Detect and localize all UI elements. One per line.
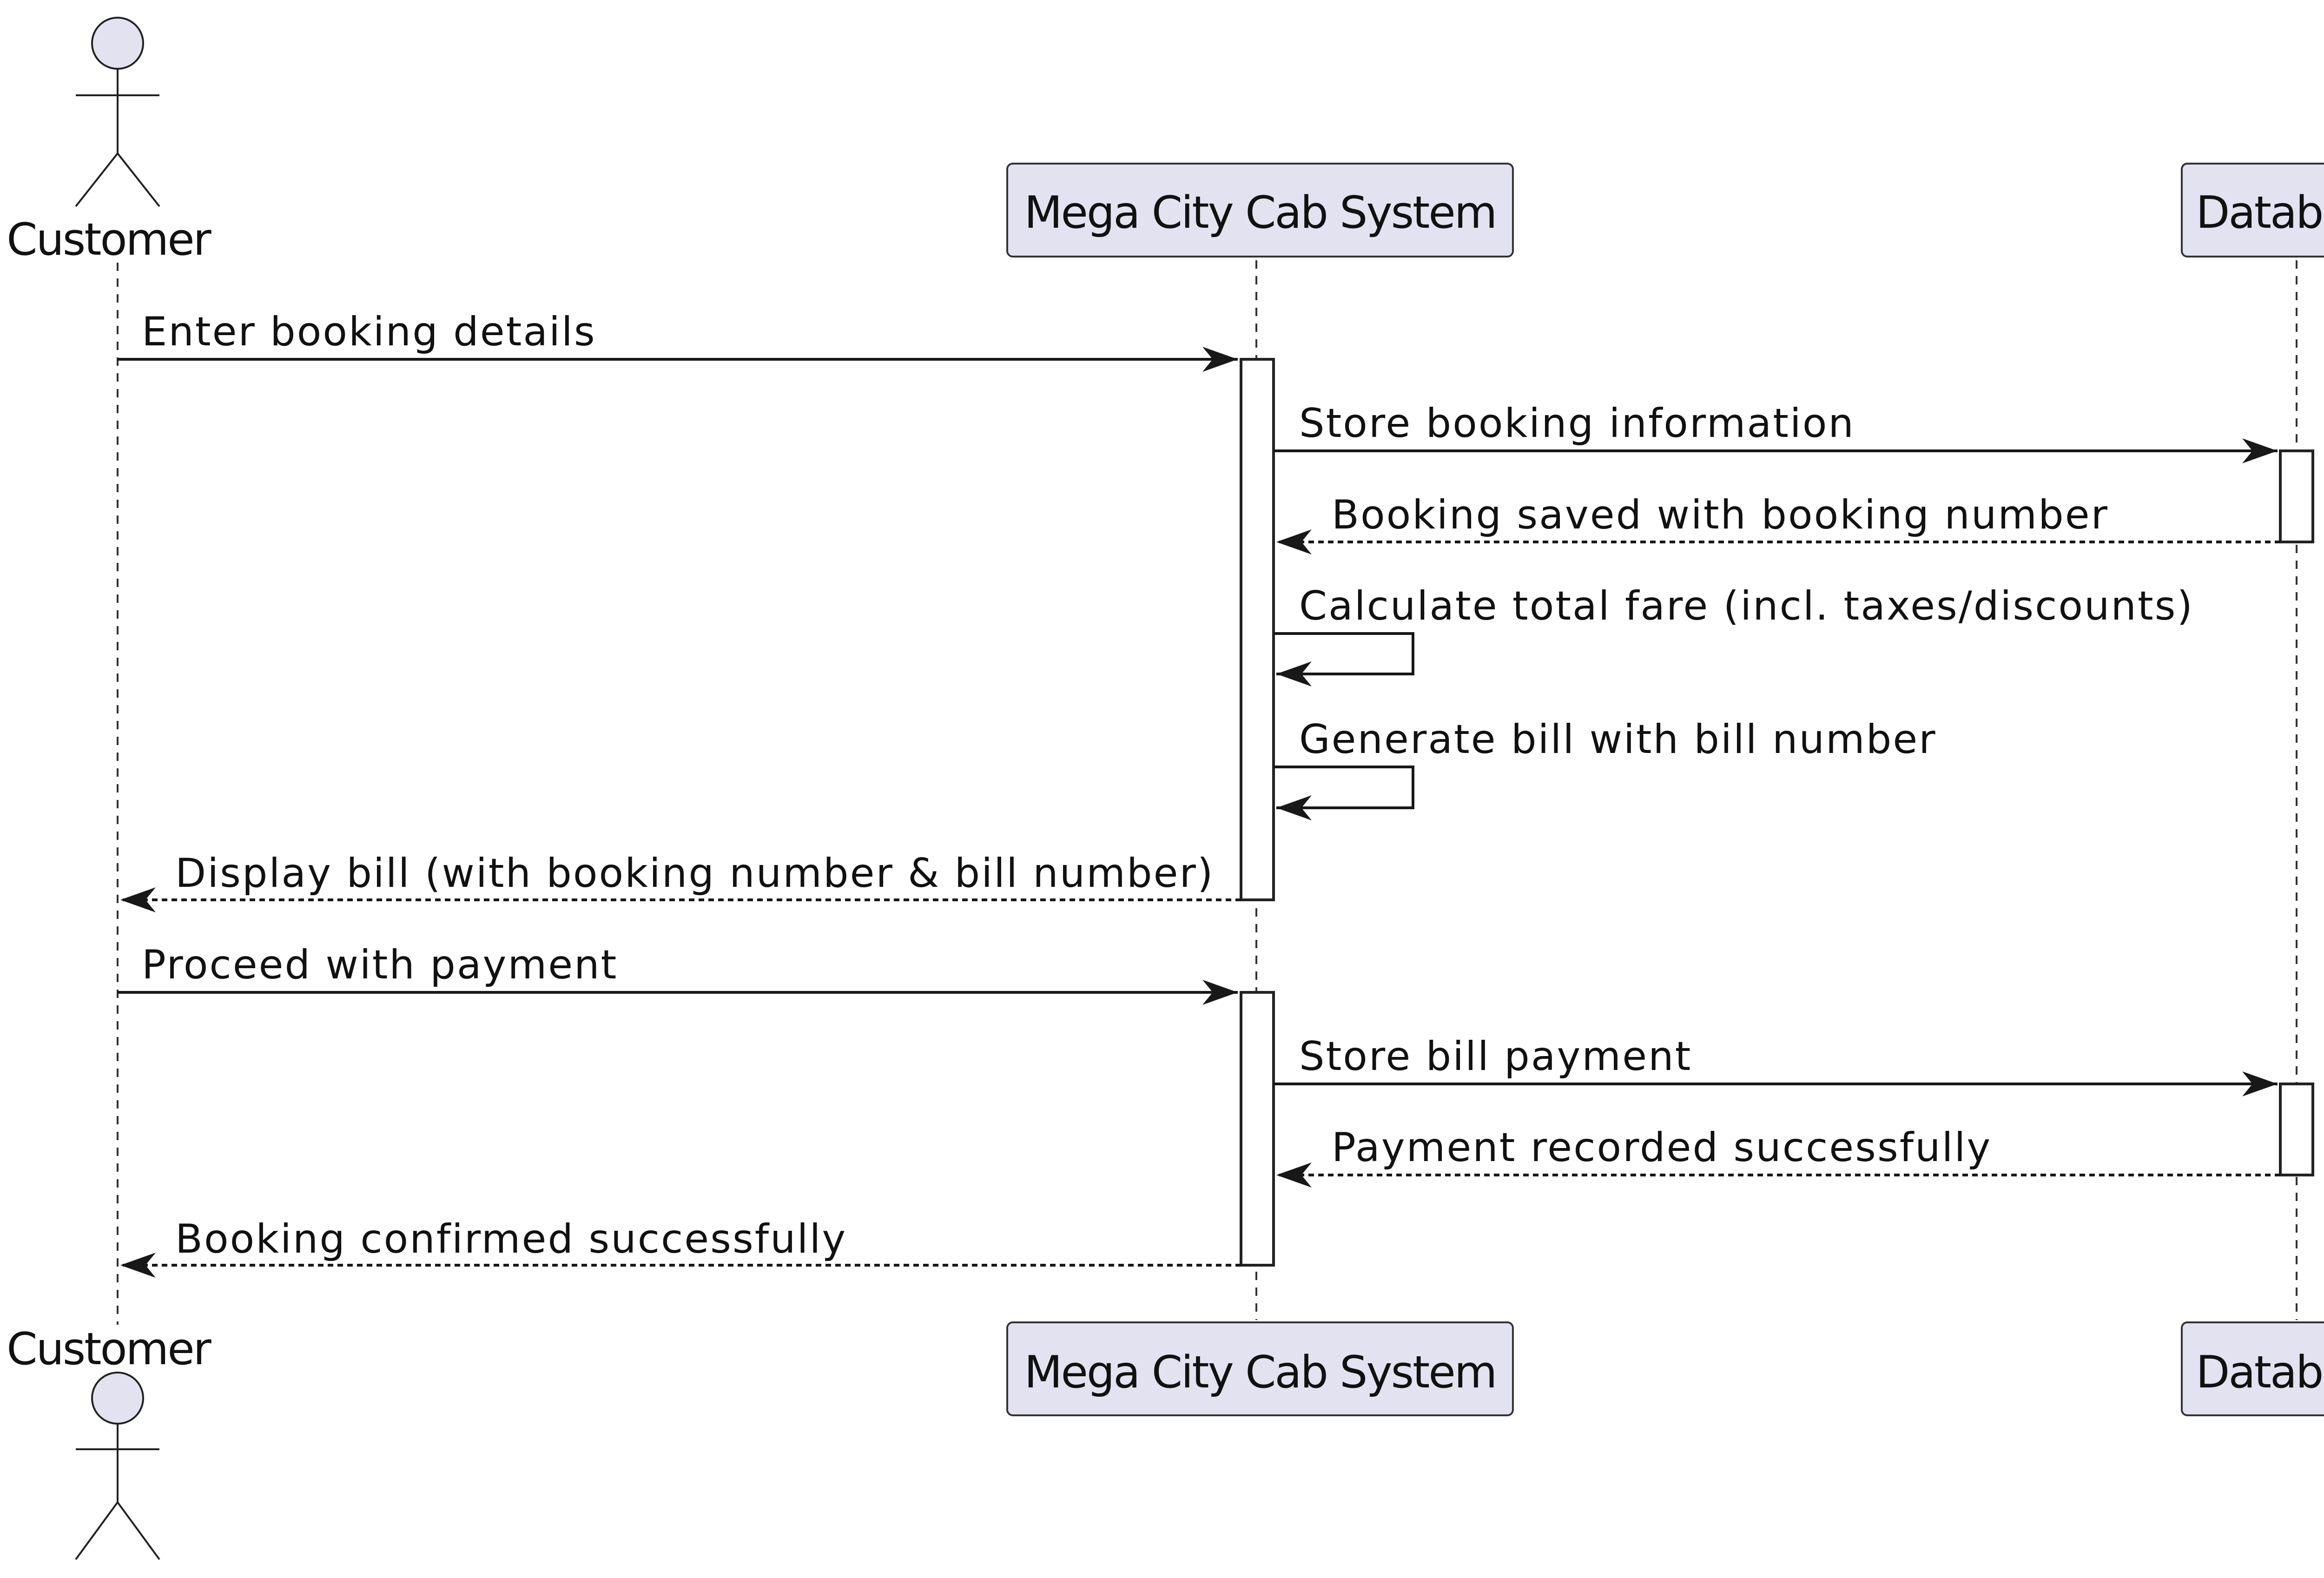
message-display-bill: Display bill (with booking number & bill… bbox=[120, 850, 1241, 912]
message-label: Enter booking details bbox=[142, 309, 596, 355]
message-payment-recorded: Payment recorded successfully bbox=[1276, 1124, 2280, 1188]
message-generate-bill: Generate bill with bill number bbox=[1274, 716, 1937, 820]
database-activation-2 bbox=[2279, 1083, 2314, 1176]
system-label-bottom: Mega City Cab System bbox=[1024, 1347, 1496, 1398]
actor-head bbox=[91, 17, 144, 70]
message-booking-saved: Booking saved with booking number bbox=[1276, 492, 2280, 555]
message-store-booking-information: Store booking information bbox=[1274, 400, 2278, 463]
database-participant-bottom: Database bbox=[2181, 1321, 2324, 1416]
message-enter-booking-details: Enter booking details bbox=[118, 309, 1238, 372]
customer-label-top: Customer bbox=[7, 214, 211, 265]
actor-head bbox=[91, 1372, 144, 1425]
customer-actor-top: Customer bbox=[7, 17, 213, 265]
message-label: Payment recorded successfully bbox=[1332, 1124, 1992, 1171]
system-activation-1 bbox=[1240, 358, 1275, 901]
message-label: Display bill (with booking number & bill… bbox=[175, 850, 1214, 897]
message-booking-confirmed: Booking confirmed successfully bbox=[120, 1216, 1241, 1278]
database-label-top: Database bbox=[2196, 187, 2324, 238]
message-label: Proceed with payment bbox=[142, 942, 618, 988]
message-label: Store booking information bbox=[1299, 400, 1855, 447]
message-proceed-with-payment: Proceed with payment bbox=[118, 942, 1238, 1005]
customer-label-bottom: Customer bbox=[7, 1324, 211, 1375]
database-participant-top: Database bbox=[2181, 163, 2324, 257]
message-label: Booking saved with booking number bbox=[1332, 492, 2109, 538]
message-label: Calculate total fare (incl. taxes/discou… bbox=[1299, 583, 2194, 629]
message-label: Generate bill with bill number bbox=[1299, 716, 1937, 763]
system-label-top: Mega City Cab System bbox=[1024, 187, 1496, 238]
database-activation-1 bbox=[2279, 449, 2314, 543]
message-label: Booking confirmed successfully bbox=[175, 1216, 847, 1262]
system-activation-2 bbox=[1240, 991, 1275, 1267]
system-participant-top: Mega City Cab System bbox=[1006, 163, 1514, 257]
database-label-bottom: Database bbox=[2196, 1347, 2324, 1398]
message-label: Store bill payment bbox=[1299, 1033, 1692, 1080]
message-store-bill-payment: Store bill payment bbox=[1274, 1033, 2278, 1096]
message-calculate-total-fare: Calculate total fare (incl. taxes/discou… bbox=[1274, 583, 2194, 687]
system-participant-bottom: Mega City Cab System bbox=[1006, 1321, 1514, 1416]
customer-actor-bottom: Customer bbox=[7, 1324, 213, 1560]
